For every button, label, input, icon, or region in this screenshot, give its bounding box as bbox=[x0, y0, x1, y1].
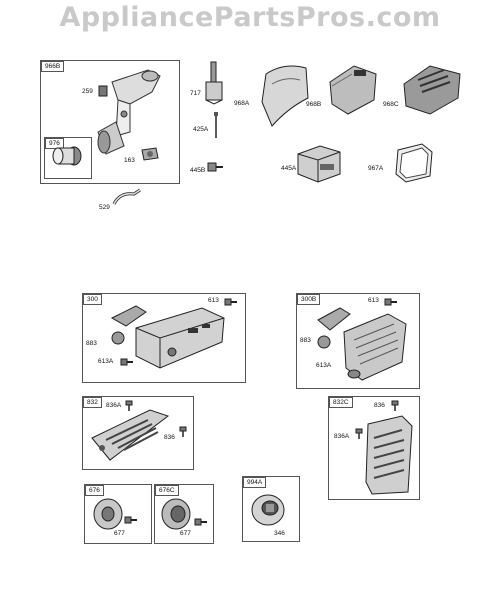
group-300b-part-883-label[interactable]: 883 bbox=[300, 337, 311, 344]
part-676c-677-screw-icon[interactable] bbox=[194, 516, 208, 528]
part-425a-drawing[interactable] bbox=[210, 112, 222, 140]
group-832-part-836-label[interactable]: 836 bbox=[164, 434, 175, 441]
group-300-tag: 300 bbox=[83, 294, 102, 305]
group-676c-tag: 676C bbox=[155, 485, 179, 496]
group-300-part-883-label[interactable]: 883 bbox=[86, 340, 97, 347]
group-966b-tag: 966B bbox=[41, 61, 65, 72]
part-300b-613-bolt-icon[interactable] bbox=[384, 296, 398, 308]
part-968c-drawing[interactable] bbox=[400, 62, 464, 116]
heat-shield-832c-drawing[interactable] bbox=[362, 414, 416, 496]
part-529-drawing[interactable] bbox=[110, 186, 146, 210]
part-425a-label[interactable]: 425A bbox=[193, 126, 209, 133]
group-994a-tag: 994A bbox=[243, 477, 267, 488]
air-intake-assembly-drawing[interactable] bbox=[90, 62, 170, 172]
part-968b-label[interactable]: 968B bbox=[306, 101, 322, 108]
group-832c-frame[interactable]: 832C bbox=[328, 396, 420, 500]
part-976-drawing[interactable] bbox=[50, 144, 84, 174]
site-watermark: AppliancePartsPros.com bbox=[59, 2, 441, 33]
part-163-label[interactable]: 163 bbox=[124, 157, 135, 164]
group-300-part-613-label[interactable]: 613 bbox=[208, 297, 219, 304]
part-676c-drawing[interactable] bbox=[158, 496, 196, 532]
part-967a-drawing[interactable] bbox=[392, 142, 436, 184]
part-676-677-screw-icon[interactable] bbox=[124, 514, 138, 526]
group-832c-part-836a-label[interactable]: 836A bbox=[334, 433, 350, 440]
part-717-label[interactable]: 717 bbox=[190, 90, 201, 97]
part-445b-label[interactable]: 445B bbox=[190, 167, 206, 174]
group-676-tag: 676 bbox=[85, 485, 104, 496]
part-163-drawing[interactable] bbox=[140, 146, 160, 162]
group-676c-frame[interactable]: 676C bbox=[154, 484, 214, 544]
group-300b-part-613-label[interactable]: 613 bbox=[368, 297, 379, 304]
part-968a-drawing[interactable] bbox=[258, 62, 314, 130]
part-259-drawing[interactable] bbox=[96, 84, 110, 98]
part-967a-label[interactable]: 967A bbox=[368, 165, 384, 172]
part-676-drawing[interactable] bbox=[92, 496, 132, 532]
group-994a-part-346-label[interactable]: 346 bbox=[274, 530, 285, 537]
part-836-screw-icon[interactable] bbox=[178, 426, 188, 438]
group-676-part-677-label[interactable]: 677 bbox=[114, 530, 125, 537]
group-994a-frame[interactable]: 994A bbox=[242, 476, 300, 542]
group-300-part-613a-label[interactable]: 613A bbox=[98, 358, 114, 365]
muffler-300b-drawing[interactable] bbox=[314, 300, 414, 384]
group-676-frame[interactable]: 676 bbox=[84, 484, 152, 544]
part-445a-drawing[interactable] bbox=[294, 144, 344, 184]
part-717-drawing[interactable] bbox=[202, 60, 226, 106]
part-968a-label[interactable]: 968A bbox=[234, 100, 250, 107]
part-613a-bolt-icon[interactable] bbox=[120, 356, 134, 368]
part-529-label[interactable]: 529 bbox=[99, 204, 110, 211]
part-976-tag: 976 bbox=[45, 138, 64, 149]
group-832-tag: 832 bbox=[83, 397, 102, 408]
group-976-subframe[interactable]: 976 bbox=[44, 137, 92, 179]
part-994a-drawing[interactable] bbox=[248, 492, 292, 528]
part-832c-836-screw-icon[interactable] bbox=[390, 400, 400, 412]
group-300b-frame[interactable]: 300B bbox=[296, 293, 420, 389]
group-676c-part-677-label[interactable]: 677 bbox=[180, 530, 191, 537]
group-832-frame[interactable]: 832 bbox=[82, 396, 194, 470]
muffler-300-drawing[interactable] bbox=[106, 298, 236, 378]
heat-shield-832-drawing[interactable] bbox=[88, 402, 178, 464]
part-445b-drawing[interactable] bbox=[206, 160, 224, 174]
group-832c-tag: 832C bbox=[329, 397, 353, 408]
group-832c-part-836-label[interactable]: 836 bbox=[374, 402, 385, 409]
group-966b-frame[interactable]: 966B bbox=[40, 60, 180, 184]
part-836a-screw-icon[interactable] bbox=[124, 400, 134, 412]
part-832c-836a-screw-icon[interactable] bbox=[354, 428, 364, 440]
group-832-part-836a-label[interactable]: 836A bbox=[106, 402, 122, 409]
part-968b-drawing[interactable] bbox=[326, 62, 380, 116]
group-300b-part-613a-label[interactable]: 613A bbox=[316, 362, 332, 369]
part-445a-label[interactable]: 445A bbox=[281, 165, 297, 172]
part-968c-label[interactable]: 968C bbox=[383, 101, 399, 108]
part-613-bolt-icon[interactable] bbox=[224, 296, 238, 308]
part-259-label[interactable]: 259 bbox=[82, 88, 93, 95]
group-300b-tag: 300B bbox=[297, 294, 321, 305]
group-300-frame[interactable]: 300 bbox=[82, 293, 246, 383]
